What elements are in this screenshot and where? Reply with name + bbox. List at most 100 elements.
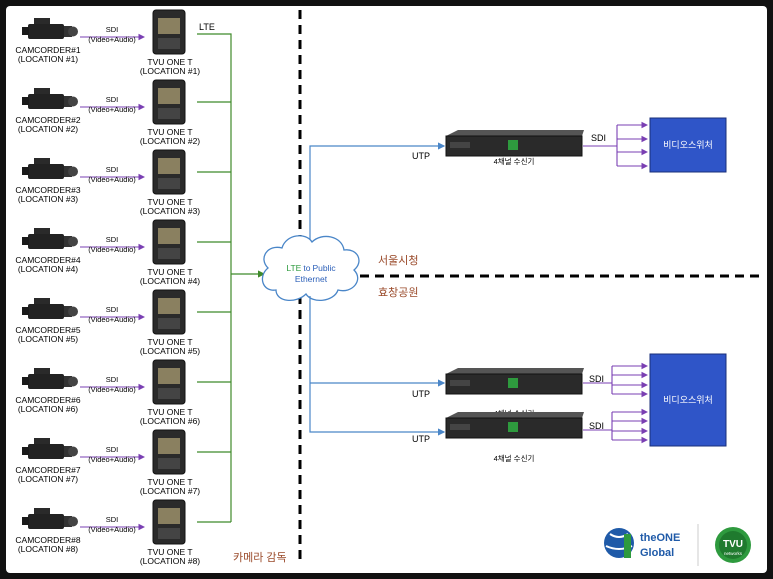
lte-label: LTE — [199, 22, 215, 32]
device-name: TVU ONE T — [147, 57, 192, 67]
tvu-one-t-device — [152, 79, 186, 125]
sdi-fanout-2 — [583, 362, 649, 444]
tvu-one-t-device — [152, 499, 186, 545]
theone-global-logo: theONE Global — [604, 528, 680, 559]
sdi-sub-label: (Video+Audio) — [88, 385, 136, 394]
sdi-sub-label: (Video+Audio) — [88, 175, 136, 184]
device-location: (LOCATION #6) — [140, 416, 200, 426]
camcorder-location: (LOCATION #3) — [18, 194, 78, 204]
device-location: (LOCATION #1) — [140, 66, 200, 76]
sdi-sub-label: (Video+Audio) — [88, 105, 136, 114]
cloud-public-text: Public — [312, 263, 336, 273]
device-location: (LOCATION #8) — [140, 556, 200, 566]
sdi-label: SDI — [106, 375, 119, 384]
sdi-label-switch-2: SDI — [589, 374, 604, 384]
device-name: TVU ONE T — [147, 477, 192, 487]
sdi-sub-label: (Video+Audio) — [88, 245, 136, 254]
sdi-label: SDI — [106, 165, 119, 174]
theone-logo-line1: theONE — [640, 532, 680, 544]
camera-row: CAMCORDER#3(LOCATION #3)SDI(Video+Audio)… — [15, 149, 200, 216]
tvu-one-t-device — [152, 289, 186, 335]
camcorder-icon — [22, 298, 78, 319]
camcorder-name: CAMCORDER#1 — [15, 45, 80, 55]
tvu-logo-text: TVU — [723, 539, 743, 550]
device-name: TVU ONE T — [147, 407, 192, 417]
sdi-sub-label: (Video+Audio) — [88, 35, 136, 44]
device-location: (LOCATION #2) — [140, 136, 200, 146]
camera-row: CAMCORDER#2(LOCATION #2)SDI(Video+Audio)… — [15, 79, 200, 146]
video-switcher-2-label: 비디오스위처 — [663, 394, 713, 405]
device-name: TVU ONE T — [147, 267, 192, 277]
device-name: TVU ONE T — [147, 337, 192, 347]
camcorder-location: (LOCATION #4) — [18, 264, 78, 274]
camera-row: CAMCORDER#4(LOCATION #4)SDI(Video+Audio)… — [15, 219, 200, 286]
diagram-frame — [6, 6, 767, 573]
tvu-networks-logo: TVU networks — [715, 527, 751, 563]
camcorder-icon — [22, 228, 78, 249]
sdi-sub-label: (Video+Audio) — [88, 315, 136, 324]
tvu-one-t-device — [152, 429, 186, 475]
sdi-label: SDI — [106, 445, 119, 454]
device-location: (LOCATION #4) — [140, 276, 200, 286]
camcorder-name: CAMCORDER#4 — [15, 255, 80, 265]
cloud-lte-text: LTE — [286, 263, 301, 273]
sdi-label: SDI — [106, 25, 119, 34]
sdi-label-switch-1: SDI — [591, 133, 606, 143]
camcorder-icon — [22, 158, 78, 179]
camcorder-name: CAMCORDER#8 — [15, 535, 80, 545]
camcorder-location: (LOCATION #2) — [18, 124, 78, 134]
tvu-logo-sub: networks — [724, 551, 743, 556]
camera-row: CAMCORDER#6(LOCATION #6)SDI(Video+Audio)… — [15, 359, 200, 426]
zone-hyochang-label: 효창공원 — [378, 286, 418, 299]
tvu-one-t-device — [152, 359, 186, 405]
receiver-label: 4채널 수신기 — [494, 156, 535, 166]
utp-label-2: UTP — [412, 389, 430, 399]
receiver-label: 4채널 수신기 — [494, 453, 535, 463]
camera-row: CAMCORDER#7 (LOCATION #7) SDI(Video+Audio)… — [15, 429, 200, 496]
sdi-label: SDI — [106, 515, 119, 524]
camcorder-icon — [22, 508, 78, 529]
sdi-sub-label: (Video+Audio) — [88, 455, 136, 464]
camcorder-name: CAMCORDER#5 — [15, 325, 80, 335]
camera-row: CAMCORDER#1(LOCATION #1)SDI(Video+Audio)… — [15, 9, 200, 76]
camcorder-location: (LOCATION #1) — [18, 54, 78, 64]
device-location: (LOCATION #7) — [140, 486, 200, 496]
utp-label-1: UTP — [412, 151, 430, 161]
camcorder-name: CAMCORDER#6 — [15, 395, 80, 405]
camera-row: CAMCORDER#8(LOCATION #8)SDI(Video+Audio)… — [15, 499, 200, 566]
device-name: TVU ONE T — [147, 127, 192, 137]
sdi-label: SDI — [106, 95, 119, 104]
sdi-fanout-1 — [583, 121, 649, 170]
device-location: (LOCATION #3) — [140, 206, 200, 216]
device-name: TVU ONE T — [147, 197, 192, 207]
camcorder-icon — [22, 88, 78, 109]
camcorder-icon — [22, 368, 78, 389]
camera-row: CAMCORDER#5(LOCATION #5)SDI(Video+Audio)… — [15, 289, 200, 356]
video-switcher-2 — [649, 353, 727, 447]
cloud-ethernet-text: Ethernet — [295, 274, 328, 284]
zone-seoul-label: 서울시청 — [378, 254, 418, 267]
tvu-one-t-device — [152, 219, 186, 265]
utp-label-3: UTP — [412, 434, 430, 444]
camcorder-name: CAMCORDER#7 — [15, 465, 80, 475]
camcorder-icon — [22, 438, 78, 459]
device-location: (LOCATION #5) — [140, 346, 200, 356]
tvu-one-t-device — [152, 9, 186, 55]
camcorder-location: (LOCATION #8) — [18, 544, 78, 554]
camcorder-name: CAMCORDER#2 — [15, 115, 80, 125]
sdi-label: SDI — [106, 305, 119, 314]
sdi-sub-label: (Video+Audio) — [88, 525, 136, 534]
video-switcher-1-label: 비디오스위처 — [663, 139, 713, 150]
camcorder-location: (LOCATION #5) — [18, 334, 78, 344]
lte-bus — [197, 33, 266, 523]
sdi-label-switch-3: SDI — [589, 421, 604, 431]
video-switcher-1 — [649, 117, 727, 173]
sdi-label: SDI — [106, 235, 119, 244]
utp-lines — [309, 142, 446, 436]
camcorder-icon — [22, 18, 78, 39]
camcorder-location: (LOCATION #6) — [18, 404, 78, 414]
